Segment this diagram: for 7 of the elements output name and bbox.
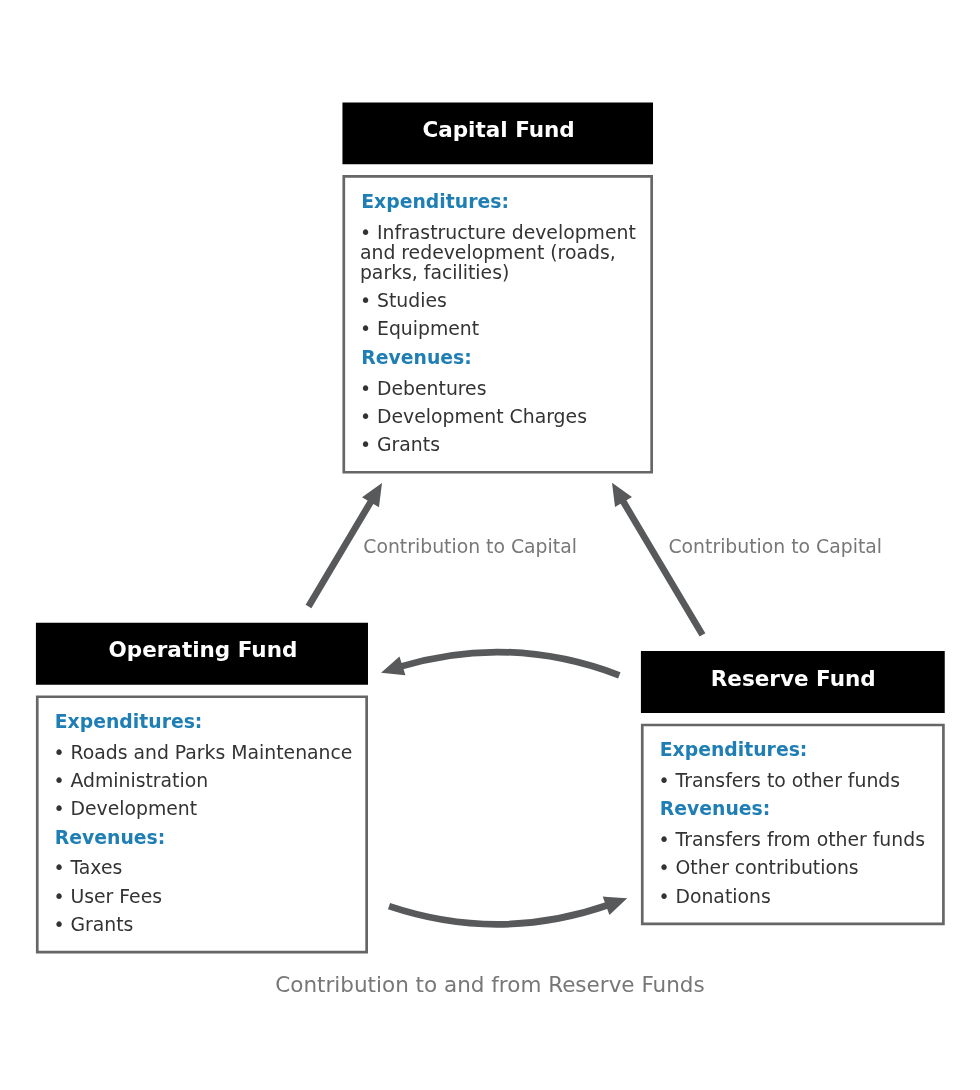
arrow bbox=[612, 482, 706, 637]
caption: Contribution to and from Reserve Funds bbox=[275, 971, 705, 997]
arrow bbox=[381, 648, 621, 678]
arrow bbox=[388, 896, 628, 928]
edge-label: Contribution to Capital bbox=[668, 535, 883, 557]
arrow bbox=[305, 482, 382, 608]
edge-label: Contribution to Capital bbox=[363, 535, 577, 557]
